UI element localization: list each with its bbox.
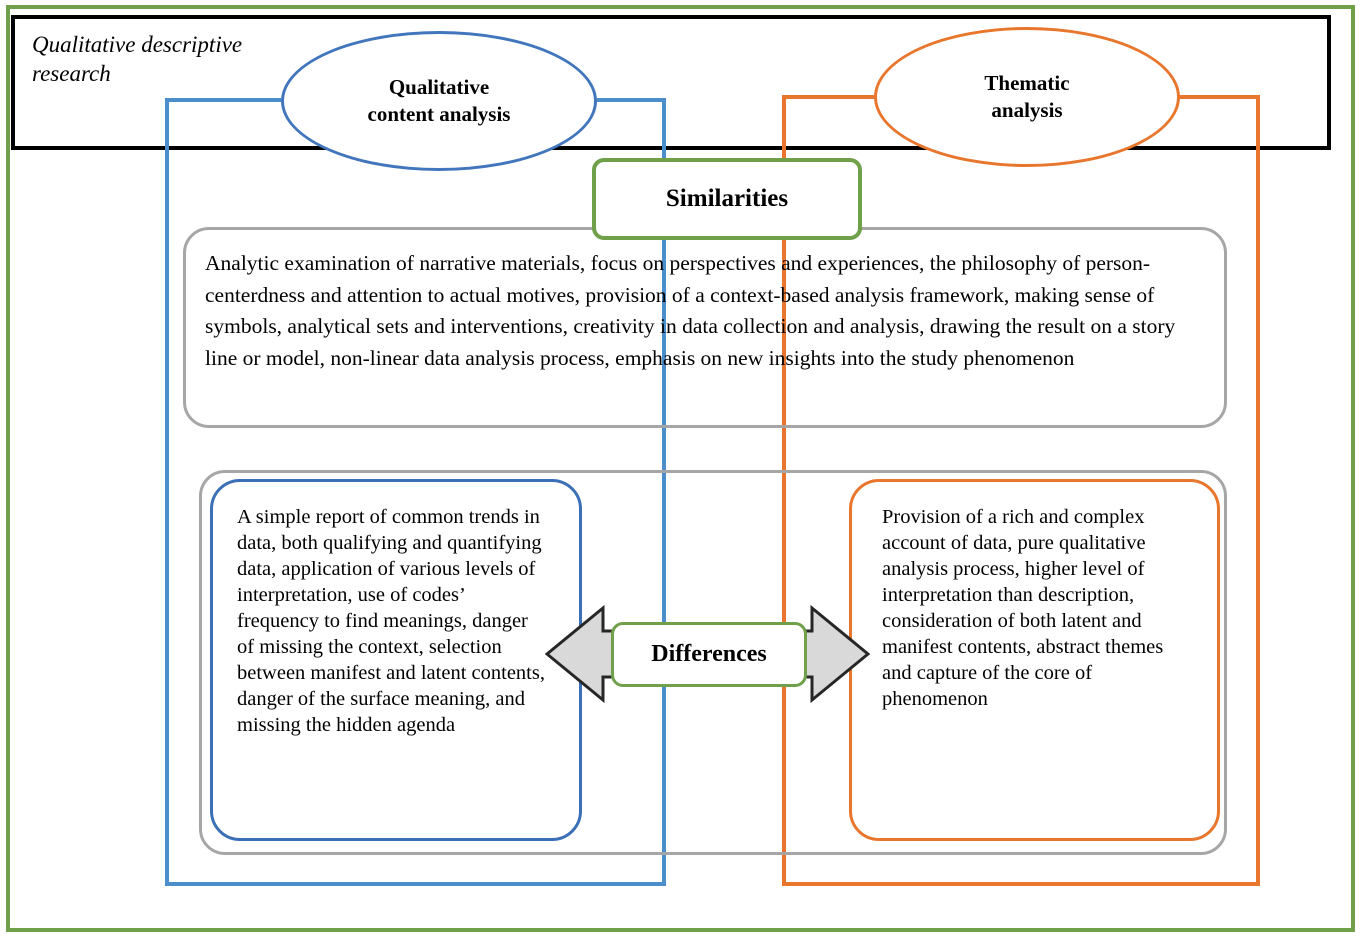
node-thematic-analysis: Thematic analysis: [874, 27, 1180, 167]
differences-header-label: Differences: [651, 641, 767, 667]
differences-left-box: [210, 479, 582, 841]
differences-container: [199, 470, 1227, 855]
node-ta-label: Thematic analysis: [984, 70, 1070, 122]
qualitative-descriptive-research-box: [11, 15, 1331, 150]
differences-header: Differences: [611, 622, 807, 687]
similarities-header: Similarities: [592, 158, 862, 240]
differences-right-box: [849, 479, 1220, 841]
node-qualitative-content-analysis: Qualitative content analysis: [281, 31, 597, 171]
differences-left-text: A simple report of common trends in data…: [237, 506, 545, 737]
similarities-body-text: Analytic examination of narrative materi…: [205, 251, 1176, 370]
root-label: Qualitative descriptive research: [32, 32, 243, 87]
node-qca-label: Qualitative content analysis: [367, 74, 511, 126]
differences-right-text: Provision of a rich and complex account …: [882, 506, 1164, 711]
similarities-header-label: Similarities: [665, 185, 789, 212]
outer-green-frame: [6, 5, 1355, 932]
